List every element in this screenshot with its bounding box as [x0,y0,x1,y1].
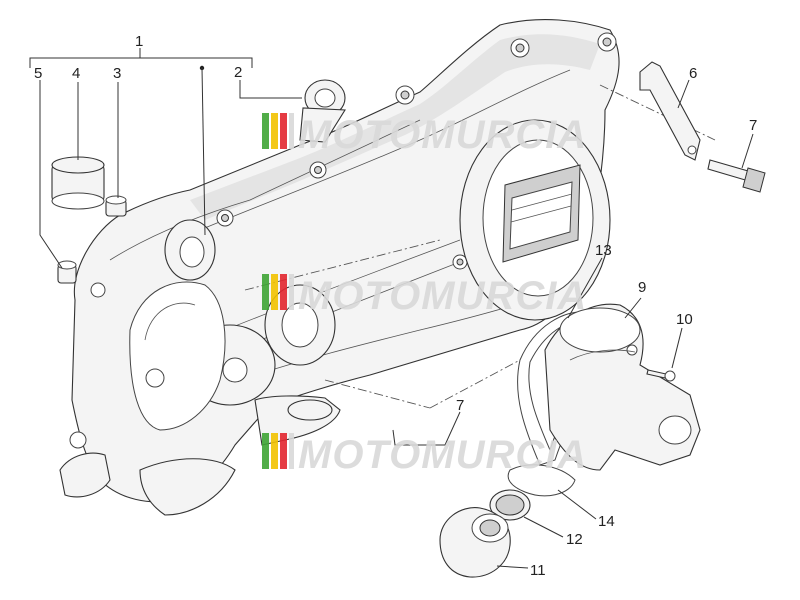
part-12-ring [489,489,531,521]
transmission-cover [59,19,620,516]
callout-7-lower: 7 [456,397,464,414]
part-9-intake-duct [544,303,701,471]
watermark-bottom: MOTOMURCIA [262,433,587,477]
part-10-screw [646,369,676,382]
watermark-middle: MOTOMURCIA [262,274,587,318]
part-11-cap [439,507,511,578]
watermark-text: MOTOMURCIA [298,433,587,477]
part-5-pin [57,260,77,284]
part-14-clip [507,464,576,497]
assembly-guide-lines [244,84,716,409]
part-2-mount [299,79,346,143]
callout-7-upper: 7 [749,117,757,134]
callout-6: 6 [689,65,697,82]
part-4-bushing [51,156,105,210]
callout-11: 11 [530,562,546,579]
watermark-text: MOTOMURCIA [298,274,587,318]
part-3-small-bushing [105,195,127,217]
part-6-strap [639,61,701,161]
callout-2: 2 [234,64,242,81]
callout-3: 3 [113,65,121,82]
callout-9: 9 [638,279,646,296]
callout-4: 4 [72,65,80,82]
watermark-top: MOTOMURCIA [262,113,587,157]
callout-12: 12 [566,531,583,548]
callout-13: 13 [595,242,612,259]
leader-lines [29,48,754,569]
part-7-bolt-upper [707,159,766,193]
callout-10: 10 [676,311,693,328]
callout-5: 5 [34,65,42,82]
callout-1: 1 [135,33,143,50]
callout-labels: 1 2 3 4 5 6 7 7 9 10 11 12 13 14 [34,33,757,579]
watermark-text: MOTOMURCIA [298,113,587,157]
callout-14: 14 [598,513,615,530]
